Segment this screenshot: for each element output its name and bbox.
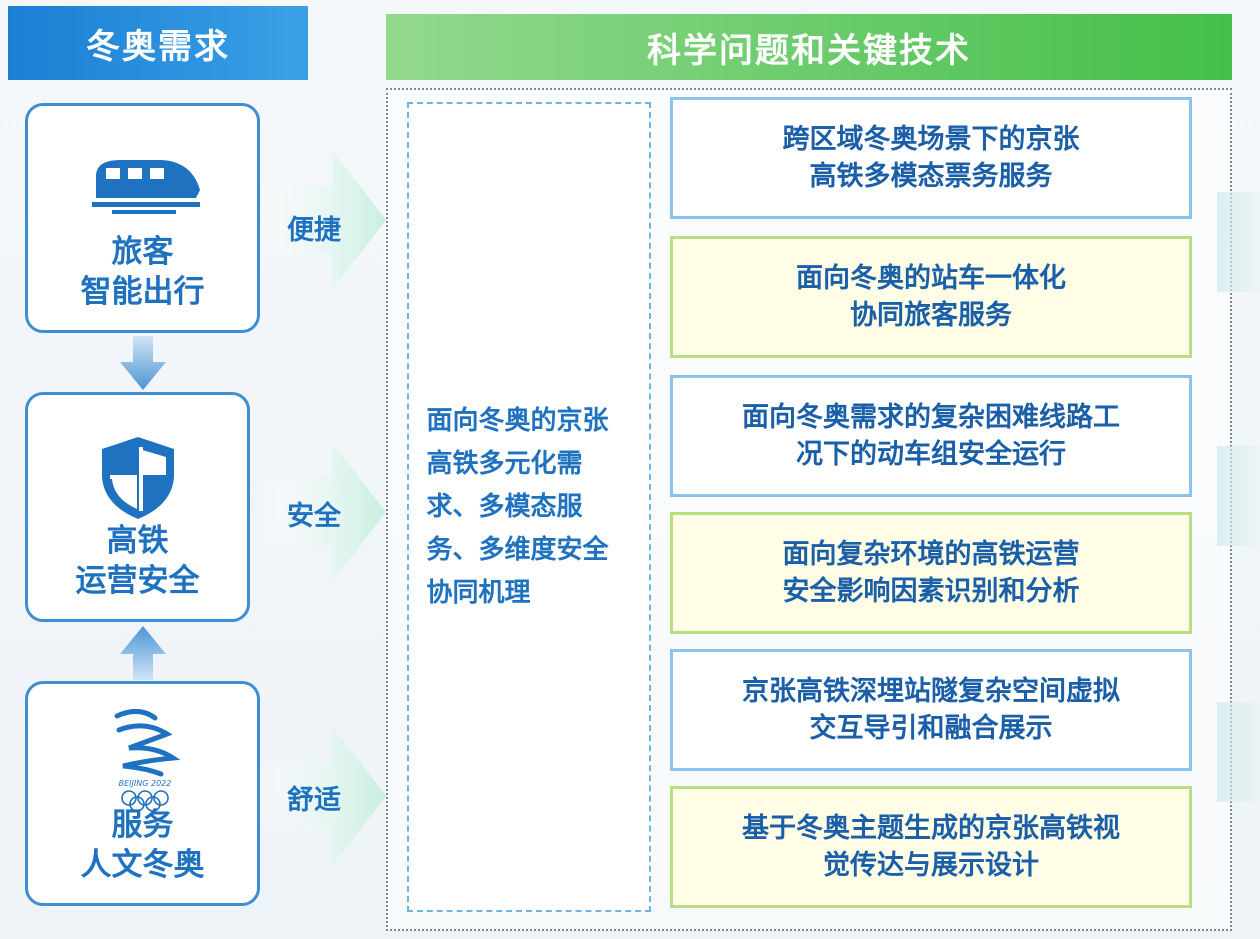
flow-label-convenience: 便捷 [287,215,341,246]
svg-text:BEIJING 2022: BEIJING 2022 [119,779,172,788]
flow-arrow-comfort [262,726,386,866]
train-icon [92,160,200,214]
side-tab-1 [1217,192,1260,292]
need-label-humanistic-olympics: 服务 人文冬奥 [80,807,205,883]
side-tab-3 [1217,702,1260,802]
key-tech-risk-identification: 面向复杂环境的高铁运营 安全影响因素识别和分析 [670,512,1192,634]
flow-arrow-convenience [262,150,386,290]
down-arrow-icon [120,336,166,390]
key-tech-virtual-guidance: 京张高铁深埋站隧复杂空间虚拟 交互导引和融合展示 [670,649,1192,771]
side-tab-2 [1217,446,1260,546]
key-tech-emu-safety: 面向冬奥需求的复杂困难线路工 况下的动车组安全运行 [670,375,1192,497]
key-tech-ticketing: 跨区域冬奥场景下的京张 高铁多模态票务服务 [670,97,1192,219]
flow-label-safety: 安全 [287,501,341,532]
need-box-humanistic-olympics: BEIJING 2022 服务 人文冬奥 [25,681,260,906]
shield-icon [102,437,174,519]
flow-label-comfort: 舒适 [287,785,341,816]
need-label-smart-travel: 旅客 智能出行 [80,234,205,310]
need-box-smart-travel: 旅客 智能出行 [25,103,260,333]
beijing-2022-emblem: BEIJING 2022 [114,709,181,812]
up-arrow-icon [120,626,166,680]
flow-arrow-safety [262,442,386,582]
mechanism-box: 面向冬奥的京张高铁多元化需求、多模态服务、多维度安全协同机理 [407,102,651,912]
need-label-operation-safety: 高铁 运营安全 [75,523,200,599]
key-tech-station-train-service: 面向冬奥的站车一体化 协同旅客服务 [670,236,1192,358]
mechanism-text: 面向冬奥的京张高铁多元化需求、多模态服务、多维度安全协同机理 [426,405,609,608]
need-box-operation-safety: 高铁 运营安全 [25,392,250,622]
key-tech-visual-design: 基于冬奥主题生成的京张高铁视 觉传达与展示设计 [670,786,1192,908]
header-demands: 冬奥需求 [8,6,308,80]
header-science-tech: 科学问题和关键技术 [386,14,1232,80]
